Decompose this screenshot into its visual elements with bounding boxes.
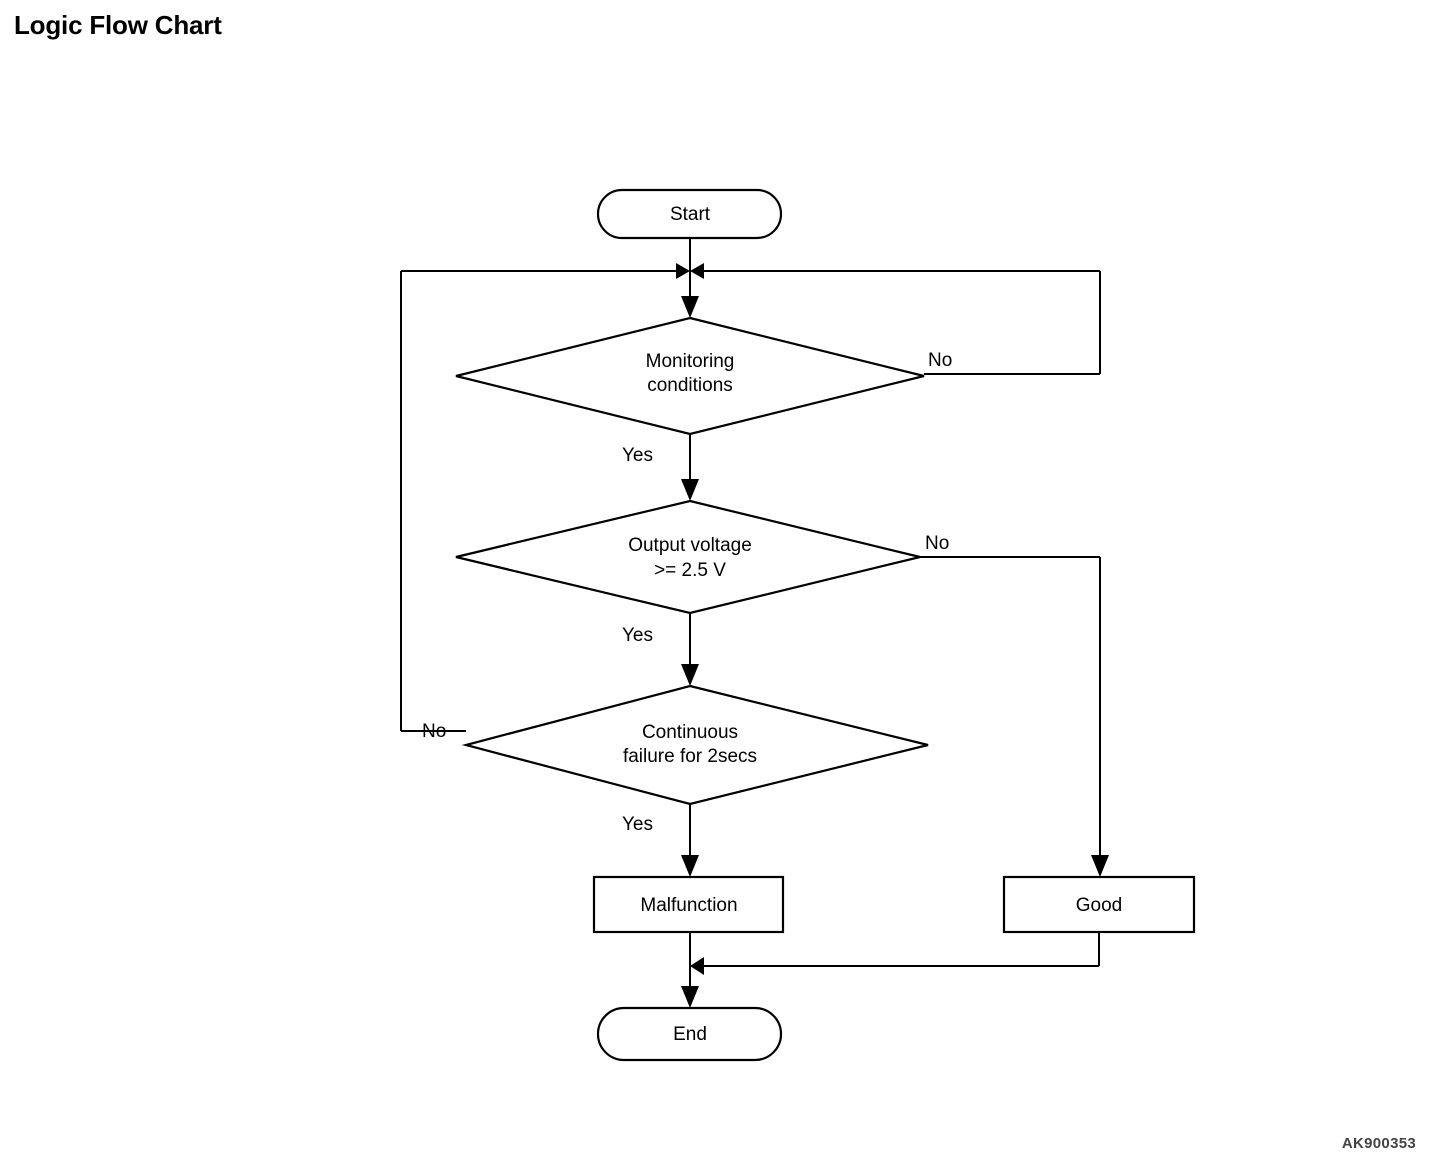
- start-label: Start: [670, 204, 711, 225]
- continuous-failure-label-line1: Continuous: [642, 722, 738, 743]
- node-continuous-failure: Continuous failure for 2secs: [461, 684, 929, 806]
- end-shape: [596, 1006, 783, 1062]
- end-label: End: [673, 1024, 707, 1045]
- arrowhead-into-continuous: [681, 664, 699, 686]
- arrowhead-into-voltage: [681, 479, 699, 501]
- good-label: Good: [1076, 895, 1122, 916]
- continuous-failure-shape: [461, 684, 929, 806]
- page-title: Logic Flow Chart: [14, 10, 222, 40]
- edge-label-continuous-no: No: [422, 721, 446, 742]
- node-end: End: [596, 1006, 783, 1062]
- figure-code-watermark: AK900353: [1341, 1135, 1416, 1152]
- malfunction-shape: [592, 875, 785, 934]
- node-start: Start: [596, 188, 783, 240]
- malfunction-label: Malfunction: [640, 895, 737, 916]
- output-voltage-label-line2: >= 2.5 V: [654, 560, 726, 581]
- arrowhead-left-return-into-junction: [676, 263, 690, 279]
- edge-label-voltage-no: No: [925, 533, 949, 554]
- arrowhead-into-malfunction: [681, 855, 699, 877]
- monitoring-conditions-label-line2: conditions: [647, 375, 733, 396]
- output-voltage-label-line1: Output voltage: [628, 535, 752, 556]
- arrowhead-into-good: [1091, 855, 1109, 877]
- edge-label-continuous-yes: Yes: [622, 814, 653, 835]
- arrowhead-into-end: [681, 986, 699, 1008]
- monitoring-conditions-label-line1: Monitoring: [646, 351, 735, 372]
- edge-label-voltage-yes: Yes: [622, 625, 653, 646]
- node-output-voltage: Output voltage >= 2.5 V: [455, 499, 921, 615]
- node-good: Good: [1002, 875, 1196, 934]
- node-monitoring-conditions: Monitoring conditions: [455, 316, 925, 436]
- node-malfunction: Malfunction: [592, 875, 785, 934]
- arrowhead-right-return-into-junction: [690, 263, 704, 279]
- continuous-failure-label-line2: failure for 2secs: [623, 746, 757, 767]
- arrowhead-into-monitoring: [681, 296, 699, 318]
- edge-label-monitoring-yes: Yes: [622, 445, 653, 466]
- edge-label-monitoring-no: No: [928, 350, 952, 371]
- output-voltage-shape: [455, 499, 921, 615]
- arrowhead-good-merge: [690, 957, 704, 975]
